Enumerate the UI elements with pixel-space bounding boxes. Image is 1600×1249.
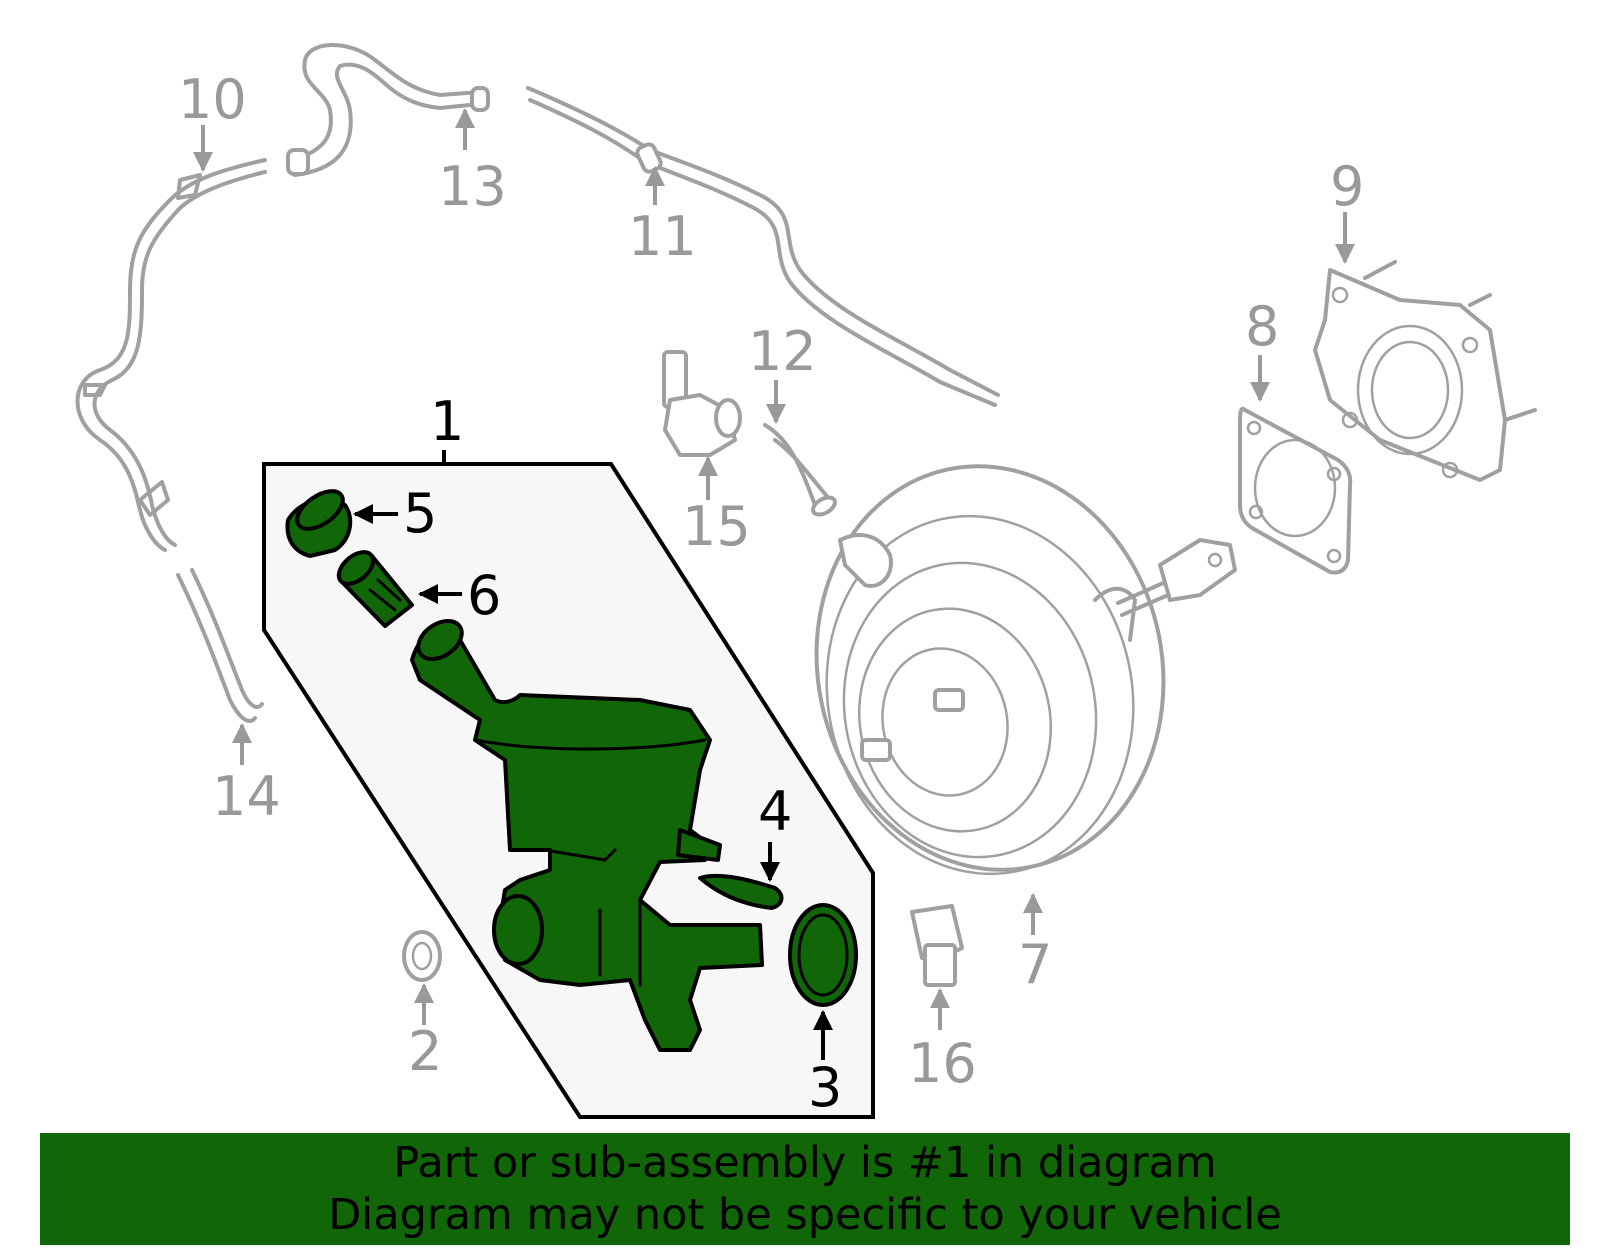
callout-5: 5	[403, 482, 437, 545]
bracket-9	[1313, 260, 1537, 482]
callout-15: 15	[682, 495, 751, 558]
sensor-15	[662, 350, 742, 457]
nut-2	[402, 930, 442, 982]
banner-line-2: Diagram may not be specific to your vehi…	[328, 1190, 1282, 1240]
seal-3	[788, 903, 858, 1007]
callout-16: 16	[908, 1032, 977, 1095]
parts-diagram: 1 2 3 4 5 6 7 8 9 10 11 12 13 14 15 16	[75, 43, 1537, 1119]
vacuum-line-11	[526, 86, 1000, 407]
master-cylinder-1	[410, 618, 764, 1052]
callout-11: 11	[628, 205, 697, 268]
callout-7: 7	[1018, 933, 1052, 996]
callout-12: 12	[748, 320, 817, 383]
callout-8: 8	[1245, 295, 1279, 358]
pin-4	[698, 873, 784, 910]
banner-line-1: Part or sub-assembly is #1 in diagram	[393, 1138, 1217, 1188]
callout-2: 2	[408, 1020, 442, 1083]
hose-13	[286, 43, 490, 177]
callout-1: 1	[430, 390, 464, 453]
callout-6: 6	[467, 564, 501, 627]
brake-booster-7	[814, 464, 1237, 876]
strainer-6	[336, 550, 414, 628]
sensor-16	[910, 904, 964, 987]
callout-4: 4	[758, 780, 792, 843]
hose-14	[176, 568, 264, 723]
gasket-8	[1238, 406, 1353, 575]
reservoir-cap-5	[285, 489, 353, 558]
callout-3: 3	[808, 1056, 842, 1119]
callout-13: 13	[438, 155, 507, 218]
callout-10: 10	[178, 68, 247, 131]
vacuum-hose-10	[75, 158, 267, 552]
info-banner: Part or sub-assembly is #1 in diagram Di…	[40, 1133, 1570, 1245]
callout-14: 14	[212, 765, 281, 828]
callout-9: 9	[1330, 155, 1364, 218]
hose-12	[763, 423, 837, 517]
